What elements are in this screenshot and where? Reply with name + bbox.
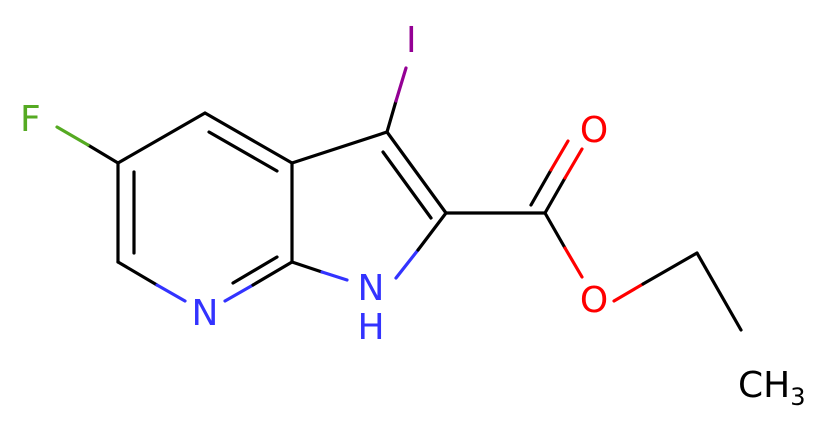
bond-c4-c3a-inner [207,130,279,173]
bond-n7-c7a-hetero [223,283,255,303]
bond-c7a-n1-hetero [320,270,349,282]
bond-n7-c7a-inner [231,255,279,285]
bond-n1-c2 [416,211,448,252]
bond-c5-f [86,143,120,165]
bond-c6-n7-hetero [155,283,187,303]
bond-ether-o-ch2-hetero [612,282,645,303]
bond-carbonyl-o-second-hetero [549,139,570,172]
bond-c7a-n1 [290,260,324,274]
bond-c4-c3a [203,111,294,165]
methyl-subscript-text: 3 [790,383,805,411]
methyl-carbon-text: CH [738,365,790,406]
atom-label-iodine: I [406,20,417,61]
atom-label-pyridine-nitrogen: N [192,293,219,334]
bond-c5-f-hetero [55,125,90,147]
atom-label-fluorine: F [20,99,41,140]
bond-carbonyl-o-hetero [563,147,584,180]
atom-label-methyl: CH3 [738,365,806,411]
bond-carbonyl-o [543,176,567,215]
bond-c3-c2 [385,130,448,215]
atom-label-carbonyl-oxygen: O [580,110,608,151]
bond-c3-i [385,99,398,134]
bond-c6-n7 [116,260,159,287]
bond-carbonyl-ether-o-hetero [563,246,584,279]
bond-n1-c2-hetero [394,248,420,280]
atom-label-pyrrole-nitrogen: N [358,268,385,309]
bond-c3a-c3 [290,130,389,165]
bond-carbonyl-o-second [529,168,553,207]
atom-label-pyrrole-hydrogen: H [357,307,384,348]
bond-ether-o-ch2 [641,251,699,286]
bond-carbonyl-ether-o [543,211,567,250]
bond-ch2-ch3 [695,251,743,332]
bond-n7-c7a [251,260,294,287]
atom-label-ester-oxygen: O [580,280,608,321]
bond-c3-i-hetero [394,66,408,103]
bond-c4-c5 [116,111,207,165]
bond-c3-c2-inner [381,150,433,220]
